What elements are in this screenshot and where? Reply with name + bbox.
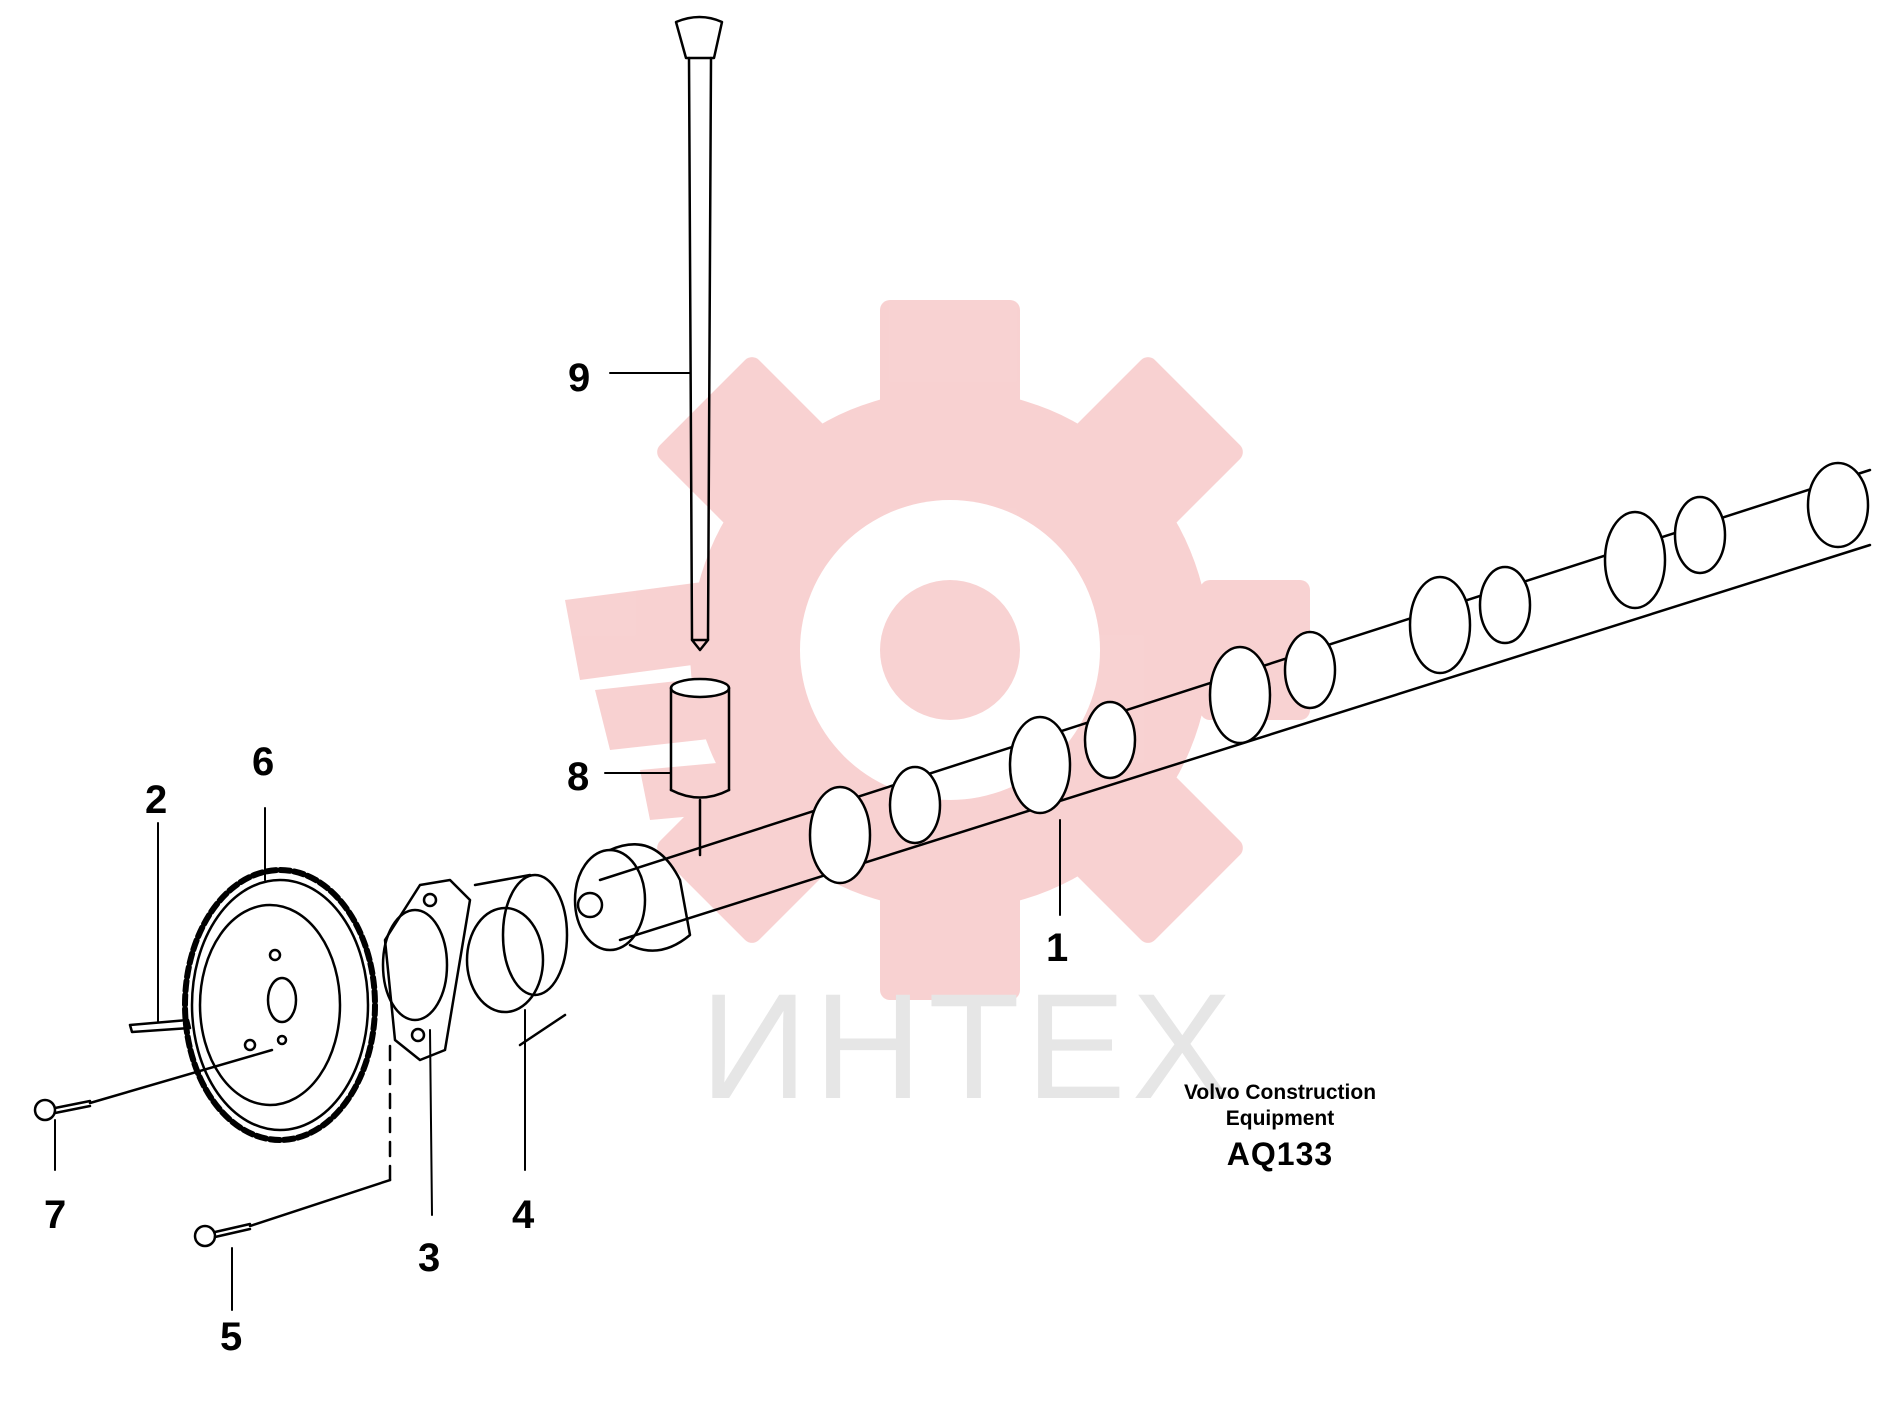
callout-7: 7 bbox=[44, 1193, 67, 1237]
callout-5: 5 bbox=[220, 1315, 243, 1359]
callout-3: 3 bbox=[418, 1236, 441, 1280]
manufacturer-line-1: Volvo Construction bbox=[1183, 1081, 1377, 1104]
woodruff-key bbox=[128, 1018, 192, 1034]
callout-8: 8 bbox=[567, 755, 590, 799]
model-code: AQ133 bbox=[1226, 1136, 1334, 1172]
gear-bolt bbox=[33, 1048, 274, 1122]
callout-2: 2 bbox=[145, 778, 168, 822]
valve-tappet bbox=[669, 677, 731, 857]
push-rod bbox=[674, 15, 724, 652]
model-caption: Volvo Construction Equipment AQ133 bbox=[1140, 1080, 1420, 1174]
callout-4: 4 bbox=[512, 1193, 535, 1237]
watermark-text: ИНТЕХ bbox=[700, 962, 1238, 1130]
timing-gear bbox=[182, 867, 378, 1143]
callout-6: 6 bbox=[252, 740, 275, 784]
flange-bolt bbox=[193, 1038, 392, 1248]
leader-lines bbox=[54, 372, 1061, 1311]
camshaft bbox=[573, 461, 1872, 952]
callout-1: 1 bbox=[1046, 926, 1069, 970]
thrust-flange bbox=[381, 878, 472, 1062]
camshaft-bushing bbox=[465, 873, 569, 1047]
manufacturer-line-2: Equipment bbox=[1225, 1107, 1335, 1130]
callout-9: 9 bbox=[568, 356, 591, 400]
